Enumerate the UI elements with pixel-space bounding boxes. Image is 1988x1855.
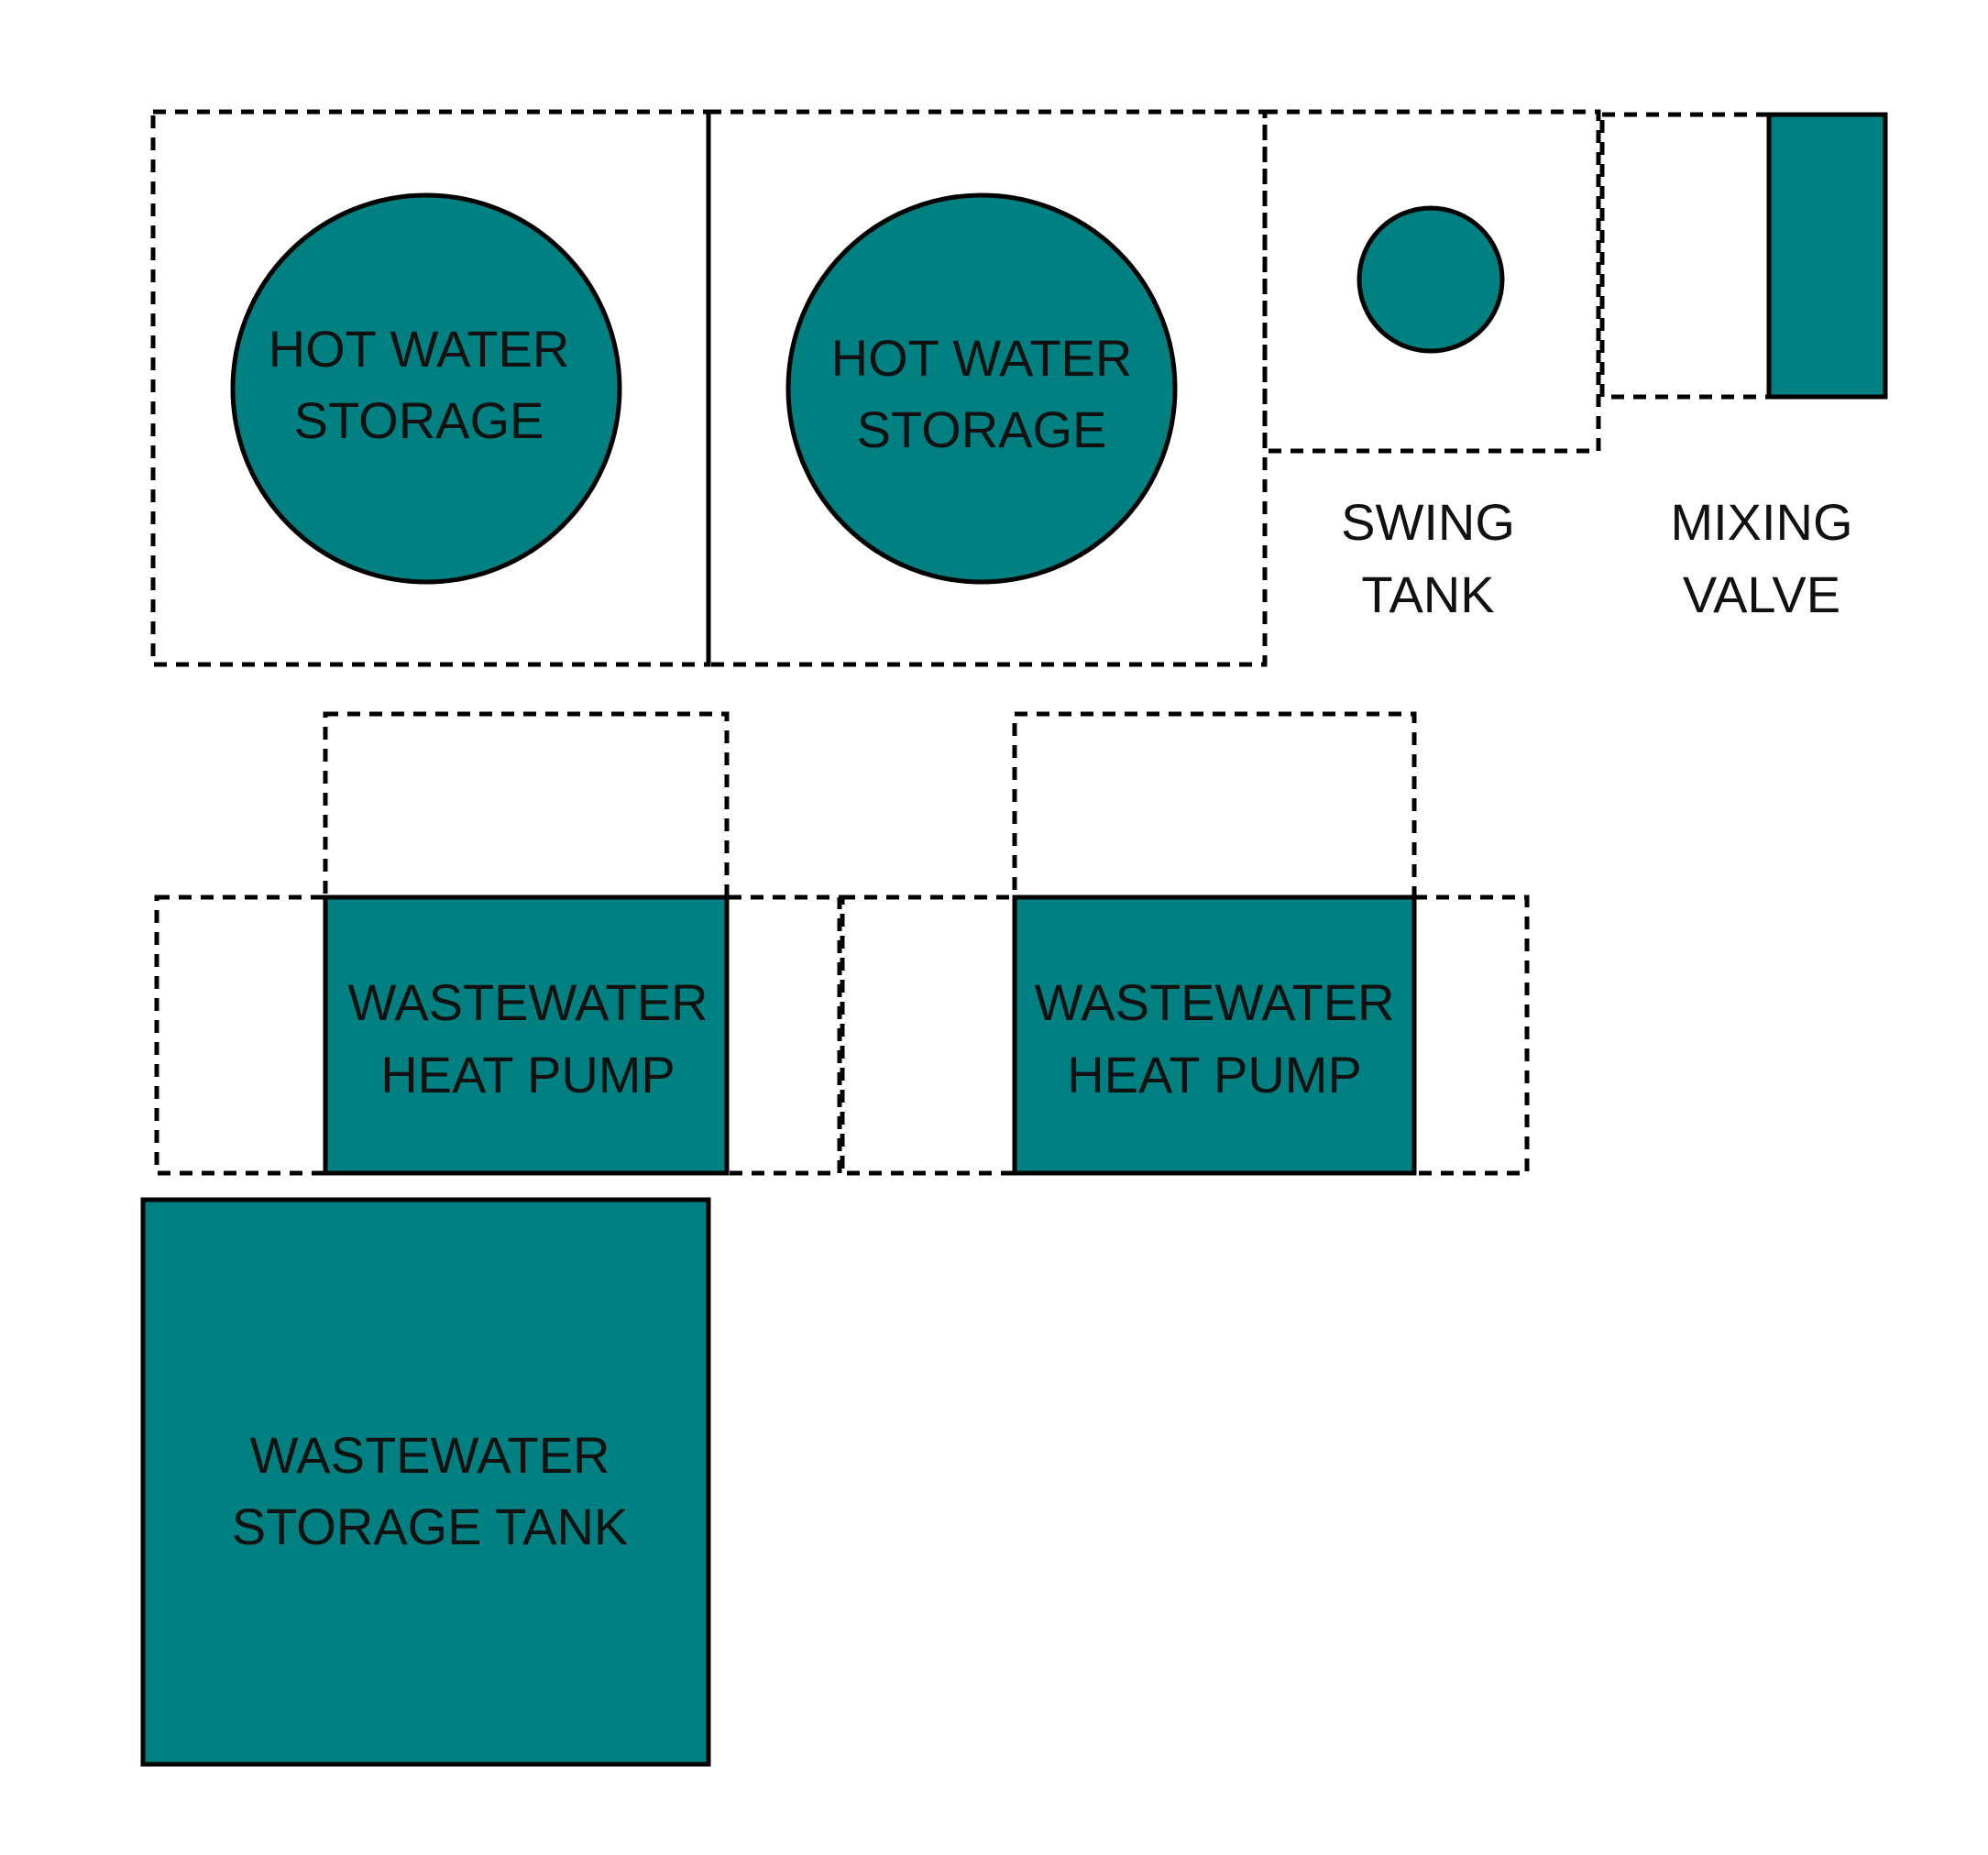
- top-clearance-zone: [1012, 711, 1417, 900]
- wastewater-heat-pump-2: WASTEWATER HEAT PUMP: [840, 711, 1530, 1176]
- tank-shape: [230, 192, 622, 585]
- label-line-2: STORAGE TANK: [232, 1498, 629, 1555]
- hot-water-storage-1: HOT WATER STORAGE: [150, 109, 711, 667]
- heat-pump-shape: [1012, 895, 1417, 1176]
- label-line-1: HOT WATER: [831, 329, 1133, 387]
- label-line-1: WASTEWATER: [1034, 973, 1394, 1031]
- label-line-2: STORAGE: [857, 401, 1107, 458]
- label-line-1: SWING: [1341, 493, 1515, 551]
- valve-shape: [1766, 112, 1888, 400]
- wastewater-storage-tank: WASTEWATER STORAGE TANK: [140, 1197, 711, 1767]
- label-line-2: HEAT PUMP: [1067, 1046, 1362, 1103]
- top-clearance-zone: [323, 711, 730, 900]
- clearance-zone: [1262, 109, 1601, 454]
- hot-water-storage-2: HOT WATER STORAGE: [706, 109, 1268, 667]
- tank-shape: [785, 192, 1178, 585]
- label-line-2: HEAT PUMP: [380, 1046, 675, 1103]
- label-line-2: TANK: [1361, 565, 1494, 623]
- clearance-zone: [706, 109, 1268, 667]
- label-line-1: WASTEWATER: [249, 1426, 610, 1484]
- wastewater-heat-pump-1: WASTEWATER HEAT PUMP: [154, 711, 842, 1176]
- heat-pump-shape: [323, 895, 730, 1176]
- label-line-2: VALVE: [1683, 565, 1840, 623]
- swing-tank: SWING TANK: [1262, 109, 1601, 623]
- label-line-1: WASTEWATER: [347, 973, 708, 1031]
- mixing-valve: MIXING VALVE: [1599, 112, 1888, 623]
- label-line-1: MIXING: [1670, 493, 1852, 551]
- label-line-1: HOT WATER: [269, 320, 570, 378]
- clearance-zone: [150, 109, 711, 667]
- clearance-zone: [1599, 112, 1772, 400]
- label-line-2: STORAGE: [294, 391, 544, 449]
- tank-shape: [140, 1197, 711, 1767]
- tank-shape: [1356, 205, 1505, 354]
